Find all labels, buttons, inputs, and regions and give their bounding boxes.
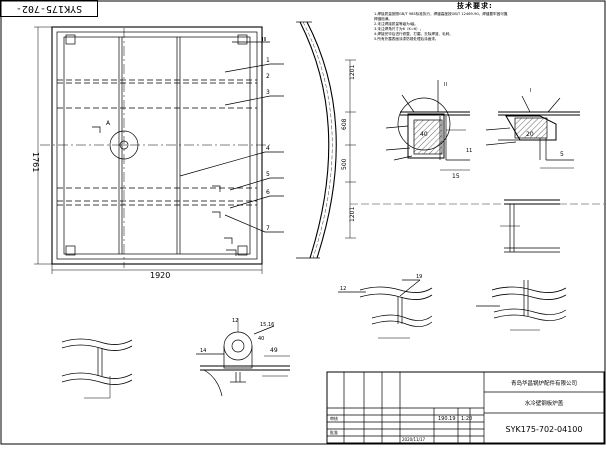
front-view xyxy=(34,26,284,274)
detail-lower-left xyxy=(338,279,433,339)
notes-line-3: 2.未注焊接质量等级为I级。 xyxy=(374,22,419,26)
section-mark-A: A xyxy=(106,120,111,127)
detail-dim-e: 5 xyxy=(560,151,564,158)
part-label-3: 3 xyxy=(266,89,270,96)
notes-line-5: 4.焊接完毕后进行修整、打磨，去除焊渣、毛刺。 xyxy=(374,32,453,36)
title-scale: 1:20 xyxy=(461,416,472,422)
notes-line-6: 5.所有外露表面涂漆防锈处理后涂面漆。 xyxy=(374,37,439,41)
part-label-6: 6 xyxy=(266,189,270,196)
detail-dim-b: 15 xyxy=(452,173,460,180)
part-label-2: 2 xyxy=(266,73,270,80)
title-date: 2020/11/17 xyxy=(402,437,426,442)
side-dim-4: 1201 xyxy=(349,207,356,222)
side-dim-2: 608 xyxy=(341,118,348,130)
title-drawing-no: SYK175-702-04100 xyxy=(506,425,583,434)
side-dim-1: 1201 xyxy=(349,65,356,80)
side-view xyxy=(296,21,356,259)
detail-III xyxy=(350,199,604,253)
detail-II xyxy=(485,95,580,169)
title-company: 青岛华昌锅炉配件有限公司 xyxy=(511,379,577,387)
detail-dim-g: 19 xyxy=(416,274,422,280)
detail-lower-right xyxy=(476,280,567,331)
callout-II: II xyxy=(444,82,447,88)
technical-notes: 技术要求: 1.焊接质量按照GB/T 985标准执行，焊缝高度按GB/T 124… xyxy=(372,0,604,58)
detail-I xyxy=(385,80,470,171)
notes-line-4: 3.未注焊角尺寸为6（K=6）。 xyxy=(374,27,424,31)
detail-dim-k: 12 xyxy=(232,318,238,324)
front-width-dim: 1920 xyxy=(150,271,170,280)
notes-title: 技术要求: xyxy=(457,2,493,10)
detail-dim-f: 12 xyxy=(340,286,346,292)
detail-dim-l: 14 xyxy=(200,348,206,354)
callout-I: I xyxy=(530,88,531,94)
title-checker: 批准 xyxy=(330,429,338,435)
side-dim-3: 500 xyxy=(341,158,348,170)
detail-dim-c: 11 xyxy=(466,148,472,154)
part-label-7: 7 xyxy=(266,225,270,232)
detail-dim-h: 15,16 xyxy=(260,322,274,328)
drawing-number-stamp: SYK175-702-04100 xyxy=(0,0,98,17)
title-designer: 审核 xyxy=(330,415,338,421)
detail-dim-a: 40 xyxy=(420,131,428,138)
part-label-5: 5 xyxy=(266,171,270,178)
detail-lifting-lug xyxy=(196,318,290,397)
detail-dim-d: 20 xyxy=(526,131,534,138)
part-label-1: 1 xyxy=(266,57,270,64)
notes-line-2: 焊缝饱满。 xyxy=(374,17,392,21)
title-block xyxy=(326,371,605,444)
detail-dim-j: 40 xyxy=(258,336,264,342)
callout-III: III xyxy=(262,37,266,43)
detail-bottom-left xyxy=(61,338,133,399)
notes-line-1: 1.焊接质量按照GB/T 985标准执行，焊缝高度按GB/T 12469-90。… xyxy=(374,12,508,16)
part-label-4: 4 xyxy=(266,145,270,152)
detail-dim-i: 49 xyxy=(270,347,278,354)
front-height-dim: 1761 xyxy=(31,152,40,172)
title-weight: 190.19 xyxy=(438,416,456,422)
title-part-name: 水冷壁钢板炉盖 xyxy=(525,399,564,407)
